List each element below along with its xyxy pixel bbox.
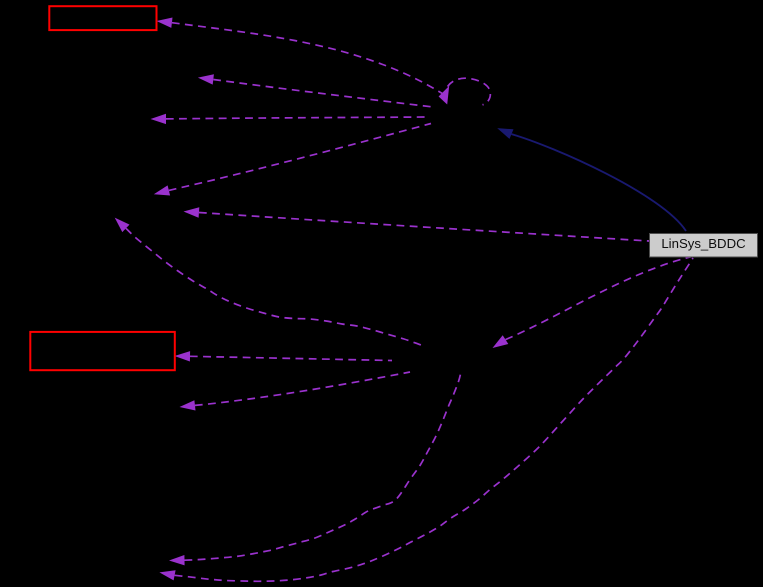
svg-text:LinSys_BDDC: LinSys_BDDC <box>661 236 746 251</box>
